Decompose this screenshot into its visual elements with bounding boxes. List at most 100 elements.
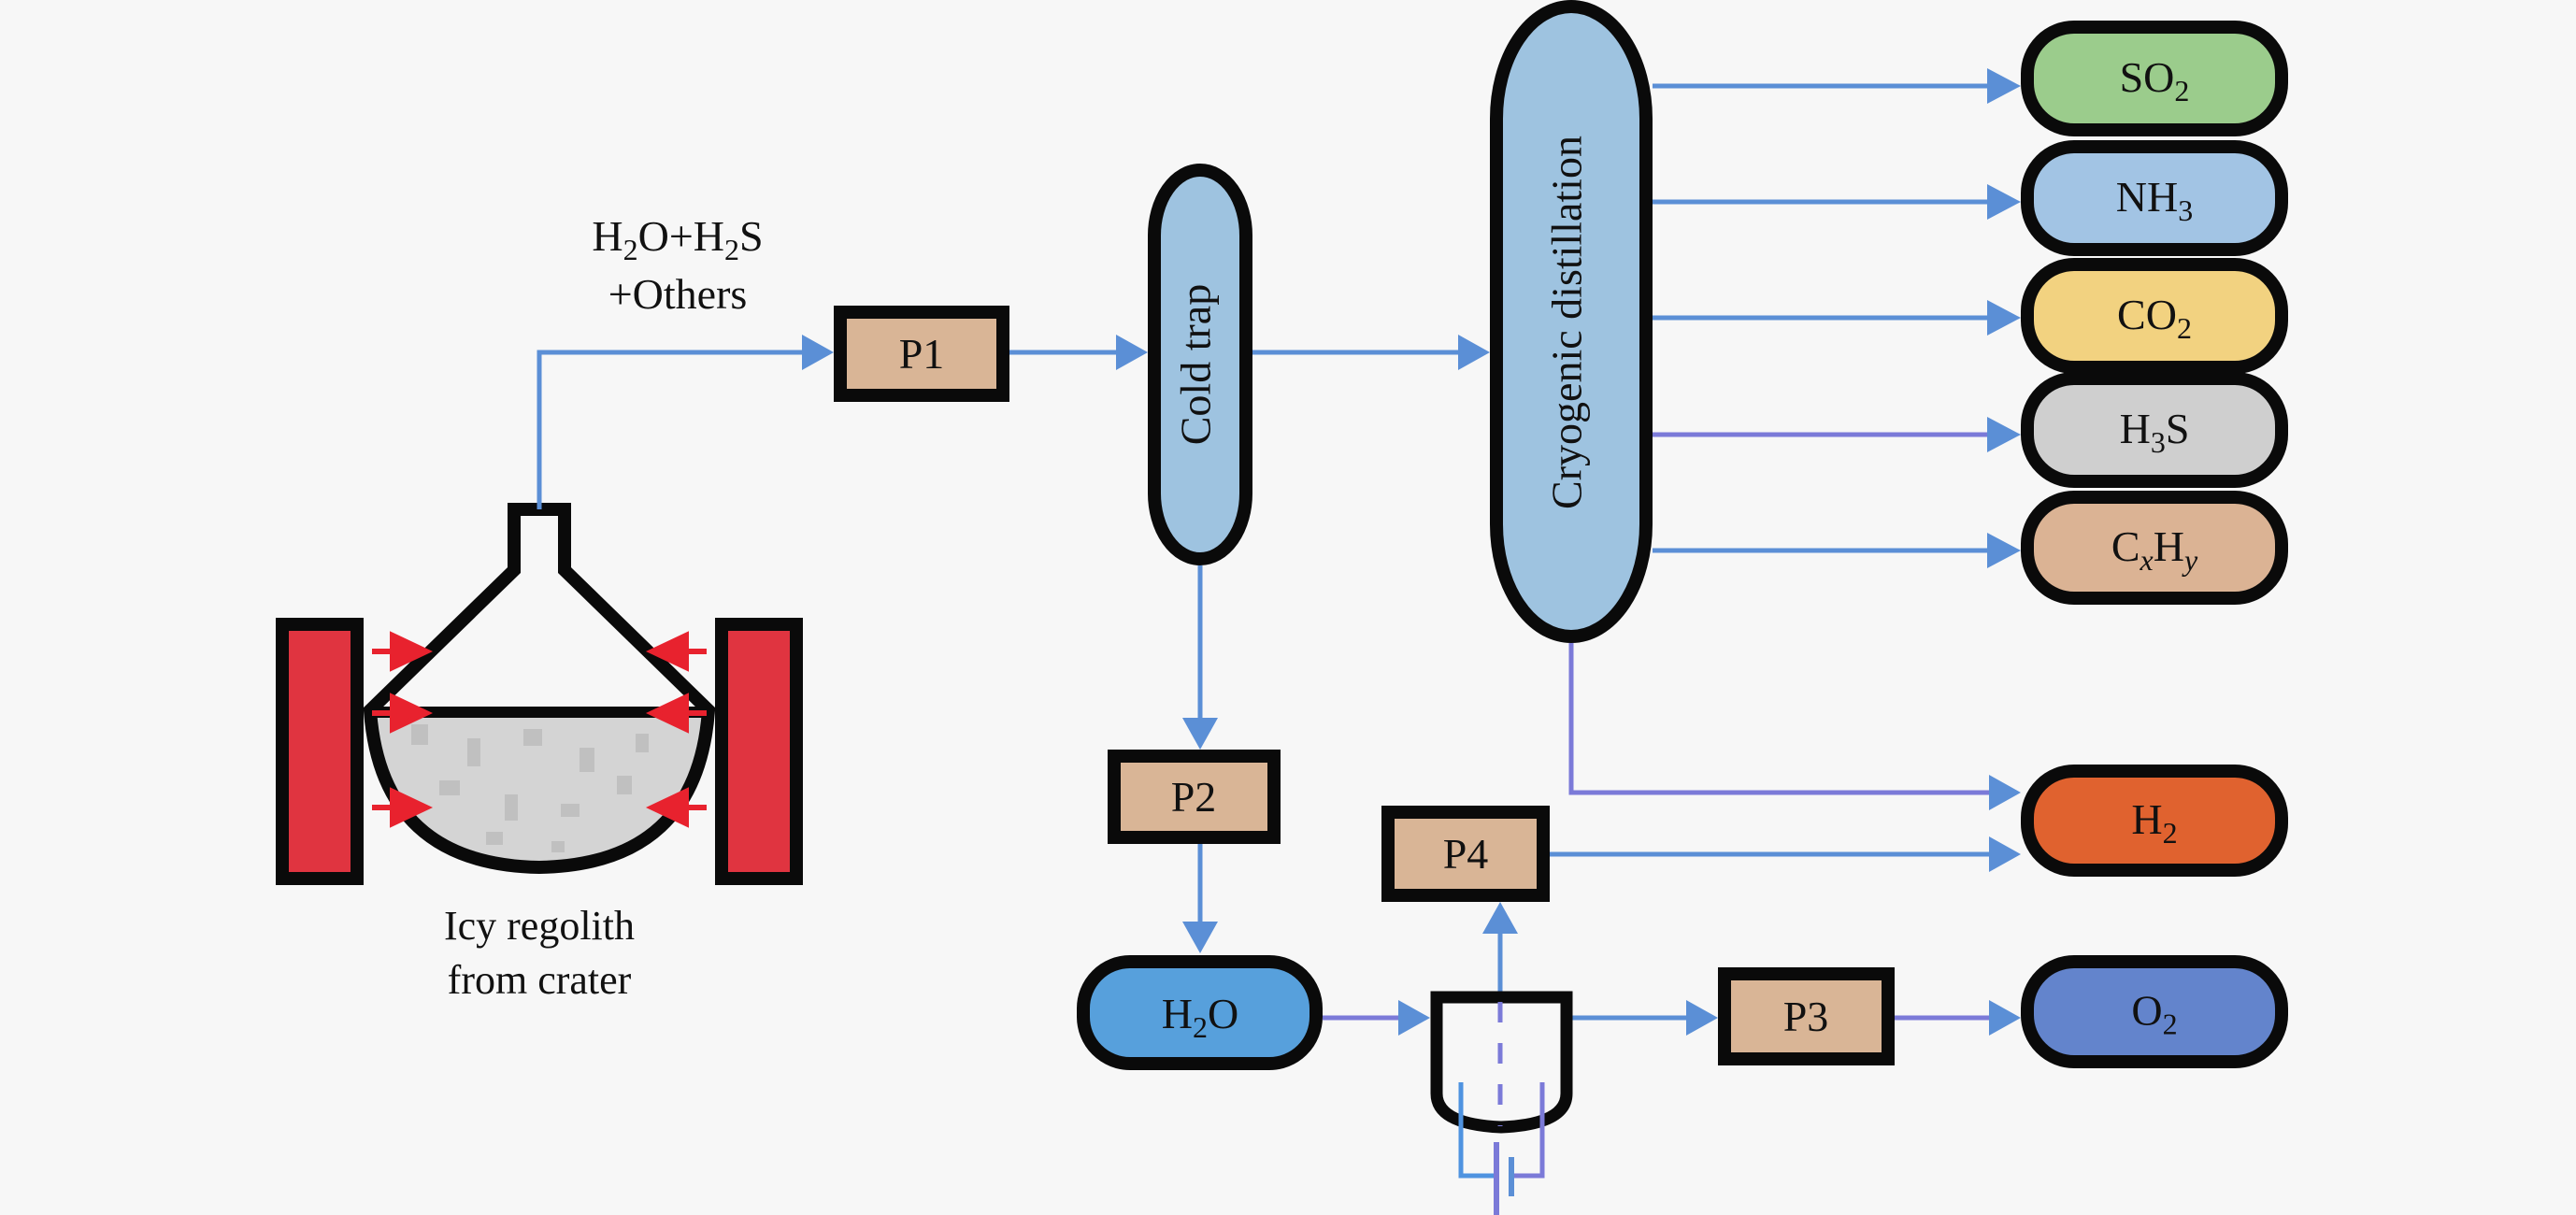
regolith-fill bbox=[369, 710, 710, 867]
flask-outline bbox=[363, 503, 716, 875]
product-o2[interactable]: O2​ bbox=[2021, 955, 2288, 1068]
electrolyzer-cell[interactable] bbox=[1430, 991, 1573, 1134]
water-tank[interactable]: H2​O bbox=[1077, 955, 1323, 1070]
formula-subscript: 2 bbox=[2163, 1008, 2178, 1041]
formula-subscript: 2 bbox=[2163, 816, 2178, 850]
pump-p3-label: P3 bbox=[1783, 993, 1829, 1040]
product-co2-tank[interactable] bbox=[2021, 258, 2288, 374]
vapor-label-line1: H2​O+H2​S bbox=[592, 212, 763, 266]
pump-p2-box[interactable] bbox=[1108, 750, 1281, 844]
arrowhead-icon bbox=[802, 335, 834, 370]
product-nh3-label: NH3​ bbox=[2116, 173, 2193, 227]
formula-text: H bbox=[2120, 405, 2151, 452]
arrowhead-icon bbox=[1989, 775, 2021, 810]
vapor-label-line2: +Others bbox=[608, 270, 748, 318]
formula-subscript: 2 bbox=[724, 233, 739, 266]
formula-text: NH bbox=[2116, 173, 2178, 221]
distillation-label: Cryogenic distillation bbox=[1543, 136, 1591, 509]
formula-text: H bbox=[2131, 795, 2162, 843]
cold-trap-label: Cold trap bbox=[1172, 284, 1220, 445]
heat-arrow-icon bbox=[372, 693, 434, 734]
heat-arrows bbox=[372, 631, 707, 828]
cold-trap[interactable]: Cold trap bbox=[1148, 164, 1252, 565]
formula-text: H bbox=[592, 212, 623, 260]
water-vessel[interactable] bbox=[1077, 955, 1323, 1070]
product-co2-label: CO2​ bbox=[2117, 291, 2192, 345]
cryogenic-distillation[interactable]: Cryogenic distillation bbox=[1490, 0, 1653, 643]
formula-subscript: 3 bbox=[2151, 425, 2166, 459]
pump-p1[interactable]: P1 bbox=[834, 306, 1009, 402]
arrowhead-icon bbox=[1987, 68, 2021, 104]
product-h3s-label: H3​S bbox=[2120, 405, 2190, 459]
product-o2-tank[interactable] bbox=[2021, 955, 2288, 1068]
product-so2-tank[interactable] bbox=[2021, 21, 2288, 136]
product-nh3[interactable]: NH3​ bbox=[2021, 140, 2288, 256]
product-h3s[interactable]: H3​S bbox=[2021, 372, 2288, 488]
arrowhead-icon bbox=[1987, 300, 2021, 336]
arrowhead-icon bbox=[1989, 836, 2021, 872]
right-heater bbox=[715, 618, 803, 885]
product-cxhy[interactable]: Cx​Hy​ bbox=[2021, 491, 2288, 605]
flow-lines bbox=[537, 68, 2021, 1036]
cathode-wire bbox=[1458, 1082, 1496, 1179]
arrowhead-icon bbox=[1989, 1000, 2021, 1036]
heat-arrow-icon bbox=[372, 787, 434, 828]
formula-text: H bbox=[1162, 990, 1193, 1037]
arrowhead-icon bbox=[1182, 718, 1218, 750]
product-cxhy-tank[interactable] bbox=[2021, 491, 2288, 605]
product-h2[interactable]: H2​ bbox=[2021, 765, 2288, 877]
pump-p4-label: P4 bbox=[1443, 830, 1489, 878]
arrowhead-icon bbox=[1182, 922, 1218, 953]
product-cxhy-label: Cx​Hy​ bbox=[2111, 522, 2198, 577]
formula-text: S bbox=[739, 212, 764, 260]
cold-trap-vessel[interactable] bbox=[1148, 164, 1252, 565]
pump-p2[interactable]: P2 bbox=[1108, 750, 1281, 844]
source-caption-line2: from crater bbox=[448, 957, 632, 1003]
product-so2-label: SO2​ bbox=[2120, 53, 2190, 107]
heat-arrow-icon bbox=[645, 787, 707, 828]
arrowhead-icon bbox=[1398, 1000, 1430, 1036]
pump-p1-label: P1 bbox=[899, 330, 945, 378]
formula-text: S bbox=[2166, 405, 2190, 452]
formula-text: O bbox=[1208, 990, 1238, 1037]
formula-text: O bbox=[2131, 987, 2162, 1035]
formula-text: CO bbox=[2117, 291, 2177, 338]
formula-text: H bbox=[2154, 522, 2184, 570]
formula-subscript: 3 bbox=[2178, 193, 2193, 227]
product-nh3-tank[interactable] bbox=[2021, 140, 2288, 256]
formula-subscript: 2 bbox=[1193, 1010, 1208, 1044]
pump-p4[interactable]: P4 bbox=[1381, 806, 1550, 902]
pump-p3-box[interactable] bbox=[1718, 967, 1895, 1065]
flow-flask-to-p1 bbox=[537, 350, 806, 509]
formula-subscript: y bbox=[2182, 543, 2198, 577]
water-label: H2​O bbox=[1162, 990, 1238, 1044]
pump-p1-box[interactable] bbox=[834, 306, 1009, 402]
pump-p4-box[interactable] bbox=[1381, 806, 1550, 902]
formula-subscript: 2 bbox=[623, 233, 638, 266]
product-o2-label: O2​ bbox=[2131, 987, 2177, 1041]
distillation-column[interactable] bbox=[1490, 0, 1653, 643]
product-so2[interactable]: SO2​ bbox=[2021, 21, 2288, 136]
pump-p3[interactable]: P3 bbox=[1718, 967, 1895, 1065]
heating-unit: Icy regolith from crater bbox=[276, 503, 803, 1003]
product-h2-tank[interactable] bbox=[2021, 765, 2288, 877]
left-heater bbox=[276, 618, 364, 885]
arrowhead-icon bbox=[1987, 533, 2021, 568]
formula-subscript: 2 bbox=[2177, 311, 2192, 345]
formula-subscript: x bbox=[2140, 543, 2154, 577]
arrowhead-icon bbox=[1458, 335, 1490, 370]
arrowhead-icon bbox=[1987, 417, 2021, 452]
formula-text: O+H bbox=[638, 212, 724, 260]
product-co2[interactable]: CO2​ bbox=[2021, 258, 2288, 374]
regolith-texture bbox=[411, 724, 649, 852]
formula-text: SO bbox=[2120, 53, 2175, 101]
product-h3s-tank[interactable] bbox=[2021, 372, 2288, 488]
flow-distillation-to-h2 bbox=[1568, 643, 1993, 795]
source-caption-line1: Icy regolith bbox=[444, 903, 635, 949]
anode-wire bbox=[1511, 1082, 1545, 1179]
electrolyzer[interactable] bbox=[1430, 991, 1573, 1215]
product-h2-label: H2​ bbox=[2131, 795, 2177, 850]
formula-text: C bbox=[2111, 522, 2140, 570]
arrowhead-icon bbox=[1482, 902, 1518, 934]
heat-arrow-icon bbox=[372, 631, 434, 672]
